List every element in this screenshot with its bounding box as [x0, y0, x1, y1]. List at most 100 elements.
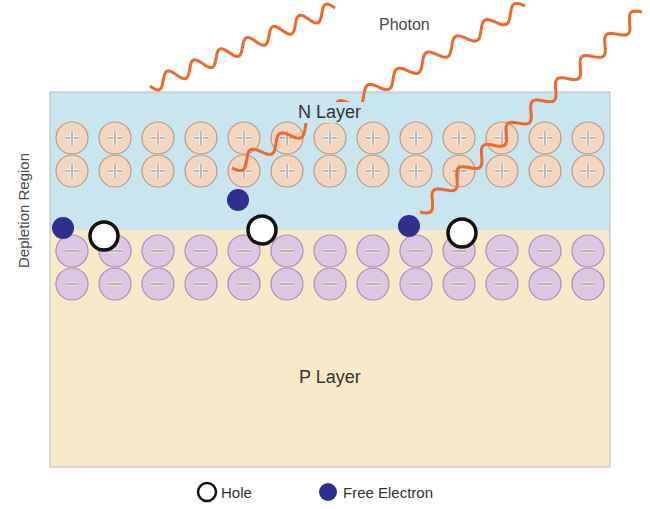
ion-sign	[452, 283, 466, 286]
ion-sign	[201, 164, 202, 178]
negative-ion	[529, 268, 561, 300]
ion-sign	[151, 284, 165, 285]
hole	[90, 222, 118, 250]
ion-sign	[452, 251, 466, 252]
negative-ion	[185, 268, 217, 300]
ion-sign	[501, 164, 504, 178]
ion-sign	[409, 284, 423, 285]
negative-ion	[357, 235, 389, 267]
photon-wave	[150, 4, 335, 90]
ion-sign	[538, 283, 552, 286]
negative-ion	[400, 235, 432, 267]
ion-sign	[501, 131, 504, 145]
n-band-fill	[50, 92, 610, 230]
junction-outline	[50, 92, 610, 467]
ion-sign	[373, 164, 374, 178]
positive-ion	[486, 155, 518, 187]
ion-sign	[581, 284, 595, 285]
negative-ion	[572, 235, 604, 267]
ion-sign	[71, 131, 74, 145]
negative-ion	[314, 235, 346, 267]
ion-sign	[65, 283, 79, 286]
ion-sign	[237, 251, 251, 252]
ion-sign	[415, 131, 418, 145]
ion-sign	[329, 131, 332, 145]
positive-ion	[357, 122, 389, 154]
ion-sign	[458, 131, 461, 145]
positive-ion	[400, 155, 432, 187]
ion-sign	[323, 284, 337, 285]
ion-sign	[366, 251, 380, 252]
ion-sign	[373, 131, 374, 145]
ion-sign	[65, 284, 79, 285]
region-label: Depletion Region	[15, 153, 32, 268]
positive-ion	[443, 155, 475, 187]
positive-ion	[572, 155, 604, 187]
negative-ion	[486, 268, 518, 300]
ion-sign	[452, 284, 466, 285]
ion-sign	[244, 131, 245, 145]
negative-ion	[572, 268, 604, 300]
ion-sign	[366, 250, 380, 253]
positive-ion	[142, 155, 174, 187]
ion-sign	[287, 164, 288, 178]
photon-waves	[150, 3, 642, 213]
negative-ion	[142, 268, 174, 300]
ion-sign	[366, 284, 380, 285]
ion-sign	[588, 164, 589, 178]
ion-sign	[415, 164, 418, 178]
negative-ion	[529, 235, 561, 267]
hole	[448, 219, 476, 247]
negative-ion	[486, 235, 518, 267]
positive-ion	[400, 122, 432, 154]
ion-sign	[194, 251, 208, 252]
photon-label: Photon	[377, 16, 432, 34]
positive-ion	[529, 122, 561, 154]
negative-ion	[314, 268, 346, 300]
negative-ion	[400, 268, 432, 300]
negative-ion	[228, 268, 260, 300]
ion-sign	[115, 164, 116, 178]
n-layer-band: N Layer	[50, 92, 610, 230]
positive-ion	[357, 155, 389, 187]
positive-ion	[99, 122, 131, 154]
negative-ion	[271, 268, 303, 300]
ion-sign	[72, 131, 73, 145]
ion-sign	[416, 164, 417, 178]
positive-ion	[56, 122, 88, 154]
ion-sign	[538, 251, 552, 252]
ion-sign	[588, 131, 589, 145]
ion-sign	[544, 164, 547, 178]
ion-sign	[587, 164, 590, 178]
ion-sign	[409, 250, 423, 253]
ion-sign	[280, 251, 294, 252]
ion-sign	[330, 131, 331, 145]
layer-label: N Layer	[295, 102, 364, 123]
ion-sign	[495, 251, 509, 252]
ion-sign	[151, 251, 165, 252]
ion-sign	[237, 284, 251, 285]
photon-wave	[420, 11, 642, 213]
negative-ion	[99, 268, 131, 300]
ion-sign	[502, 131, 503, 145]
ion-sign	[545, 164, 546, 178]
ion-sign	[329, 164, 332, 178]
p-layer-band: P Layer	[50, 230, 610, 467]
positive-ion	[572, 122, 604, 154]
ion-sign	[459, 131, 460, 145]
legend-samples	[198, 483, 337, 501]
ion-sign	[538, 250, 552, 253]
negative-ion	[271, 235, 303, 267]
free-electron	[227, 189, 249, 211]
positive-ion	[486, 122, 518, 154]
ion-sign	[151, 250, 165, 253]
ion-sign	[495, 284, 509, 285]
ion-sign	[114, 164, 117, 178]
ion-sign	[452, 250, 466, 253]
negative-ion	[56, 235, 88, 267]
photon-wave	[232, 3, 525, 170]
positive-ion	[228, 155, 260, 187]
ion-sign	[366, 283, 380, 286]
ion-sign	[545, 131, 546, 145]
